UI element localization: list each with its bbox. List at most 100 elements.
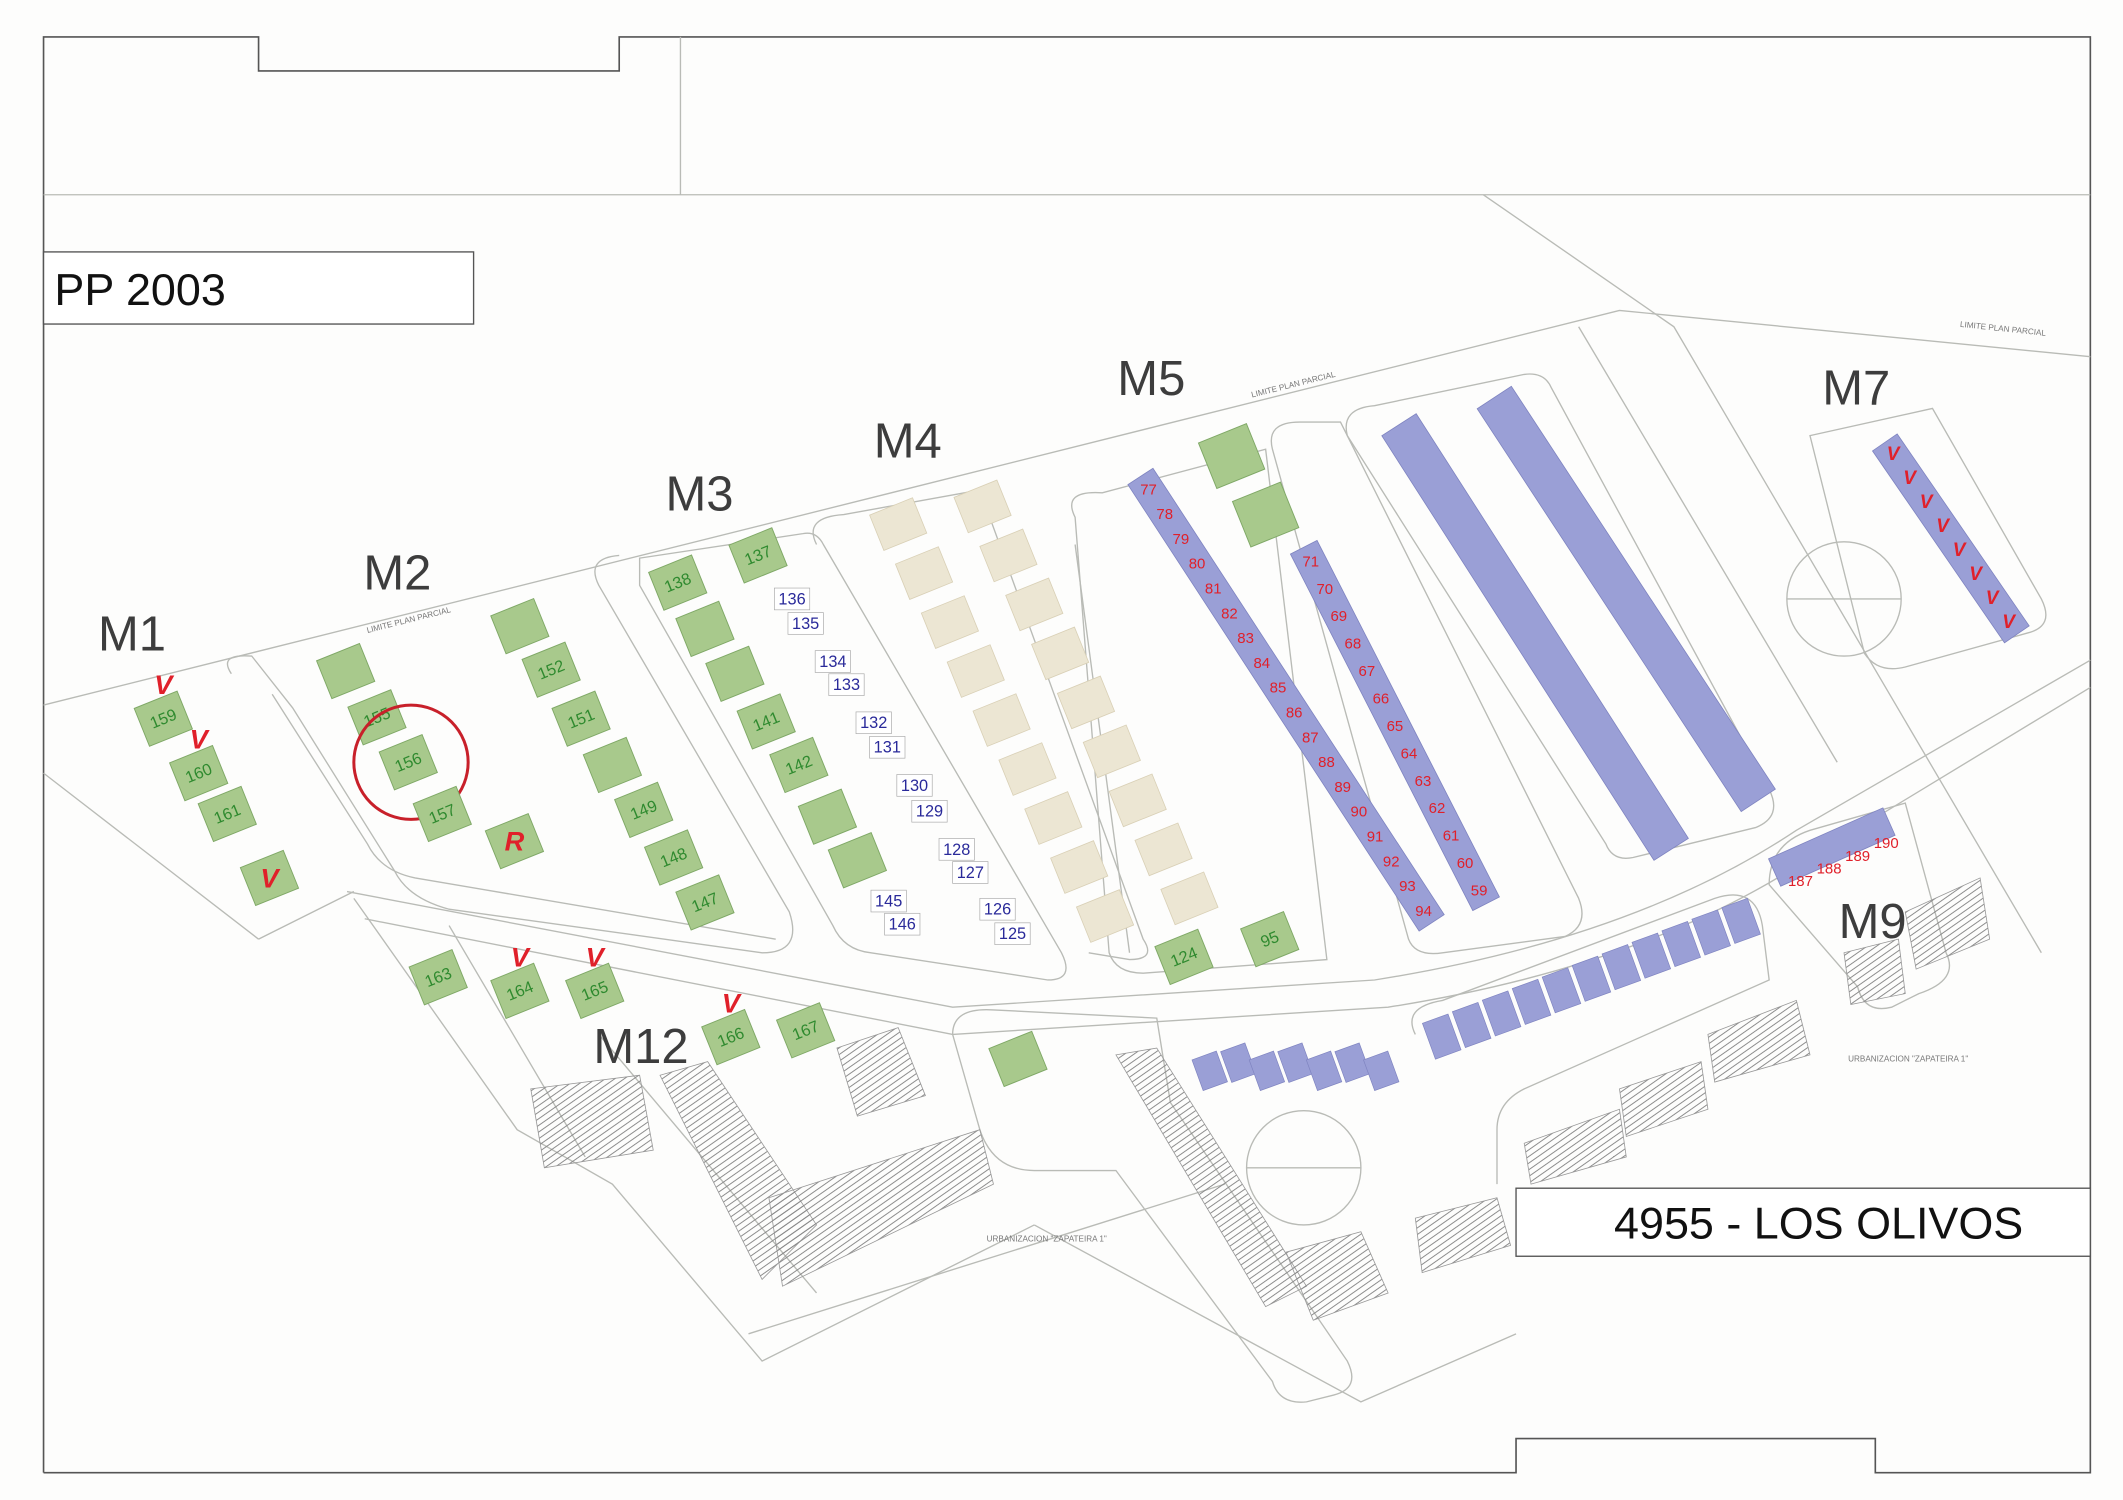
lot-footprint [168,744,229,802]
lot-footprint [582,736,643,794]
beige-lot [1050,840,1109,894]
house-block [1721,897,1761,944]
zone-label-m9: M9 [1839,895,1907,949]
lot-footprint [490,597,550,655]
strip-m5-west [1127,467,1445,932]
lot-footprint [133,690,194,747]
green-lot: 159 [133,690,194,747]
lot-footprint [797,788,858,845]
strip-m5-west-label: 87 [1302,729,1319,746]
beige-lot [972,693,1031,747]
zone-label-m4: M4 [874,414,942,468]
beige-lot [1031,626,1090,681]
lot-number: 146 [889,916,916,934]
lot-number: 132 [860,714,887,732]
green-lot [675,600,735,658]
lot-number: 129 [916,803,943,821]
zone-label-m7: M7 [1822,361,1890,415]
lot-number-box [884,912,921,936]
strip-m5-west-label: 82 [1221,605,1238,622]
hatched-block [1285,1231,1389,1321]
green-lot [988,1030,1048,1088]
strip-m5-east-label: 68 [1345,636,1362,653]
strip-m5-west-label: 83 [1237,630,1254,647]
beige-lot [920,595,980,649]
strip-m5-west-label: 80 [1189,556,1206,573]
hatched-block [1707,999,1811,1083]
lot-footprint [728,527,788,584]
house-block [1541,967,1582,1014]
strip-m7-label: V [2002,612,2017,633]
green-lot [705,645,765,703]
beige-lot [998,742,1057,796]
strip-m9-label: 188 [1817,860,1842,877]
strip-m5-east-label: 60 [1457,855,1474,872]
lot-number-box [787,612,824,635]
strip-m7-label: V [1936,516,1951,537]
strip-m7-label: V [1887,444,1902,465]
house-block [1481,990,1522,1037]
strip-m9-label: 190 [1874,835,1899,852]
lot-footprint [736,693,796,750]
strip-m5-east-label: 61 [1443,828,1460,845]
hatched-block [836,1027,926,1117]
plan-code-label: PP 2003 [54,264,225,315]
house-block [1277,1042,1314,1083]
lot-number-box [938,838,975,861]
house-block [1248,1050,1286,1092]
green-lot: 148 [643,829,704,886]
strip-m5-west-label: 84 [1253,655,1270,672]
strip-m5-east-label: 59 [1471,883,1488,900]
house-block [1661,921,1701,968]
green-lot [239,849,300,907]
lot-number: 95 [1258,928,1282,951]
lot-footprint [564,962,625,1020]
green-lot [797,788,858,845]
green-lot: 151 [551,690,611,747]
house-block [1511,978,1552,1025]
lot-footprint [1154,928,1214,986]
green-lot: 141 [736,693,796,750]
strip-m5-block-b [1476,385,1776,813]
strip-m9 [1767,807,1896,887]
green-lot: 164 [490,962,550,1020]
hatched-block [1414,1197,1512,1274]
beige-lot [1082,724,1141,779]
lot-footprint [1231,481,1300,548]
green-lot: 124 [1154,928,1214,986]
strip-m5-west-label: 79 [1173,531,1190,548]
lot-footprint [827,832,888,889]
green-lot: 160 [168,744,229,802]
lot-number-box [855,711,892,735]
hatched-areas [530,877,1991,1321]
green-lot: 161 [197,785,257,843]
lot-footprint [197,785,257,843]
green-lot [315,642,376,700]
lot-number-box [774,587,811,611]
lot-footprint [675,874,735,931]
strip-m5-east-label: 63 [1415,773,1432,790]
strip-m5-west-label: 86 [1286,704,1303,721]
plan-code-box [42,251,475,325]
strip-m5-west-label: 94 [1415,903,1432,920]
lot-footprint [613,781,674,839]
lot-footprint [769,736,829,794]
lot-footprint [408,949,468,1006]
green-lot [827,832,888,889]
limite-annotation: LIMITE PLAN PARCIAL [1959,320,2046,338]
strip-m9-label: 187 [1788,873,1813,890]
strip-m5-east-label: 67 [1359,663,1376,680]
beige-lot [1056,675,1116,730]
urbanizacion-annotation: URBANIZACION "ZAPATEIRA 1" [987,1234,1107,1243]
lot-number: 136 [778,590,805,608]
lot-number: 128 [943,841,970,859]
urbanizacion-annotation: URBANIZACION "ZAPATEIRA 1" [1848,1055,1968,1064]
house-block [1220,1042,1257,1083]
highlight-circle [352,703,470,821]
strip-m5-west-label: 77 [1140,481,1157,498]
house-block [1305,1050,1343,1092]
green-lot: 142 [769,736,829,794]
beige-lot [1160,871,1219,926]
blue-strips: 7778798081828384858687888990919293947170… [1127,385,2030,1092]
green-lot: 138 [648,554,708,611]
